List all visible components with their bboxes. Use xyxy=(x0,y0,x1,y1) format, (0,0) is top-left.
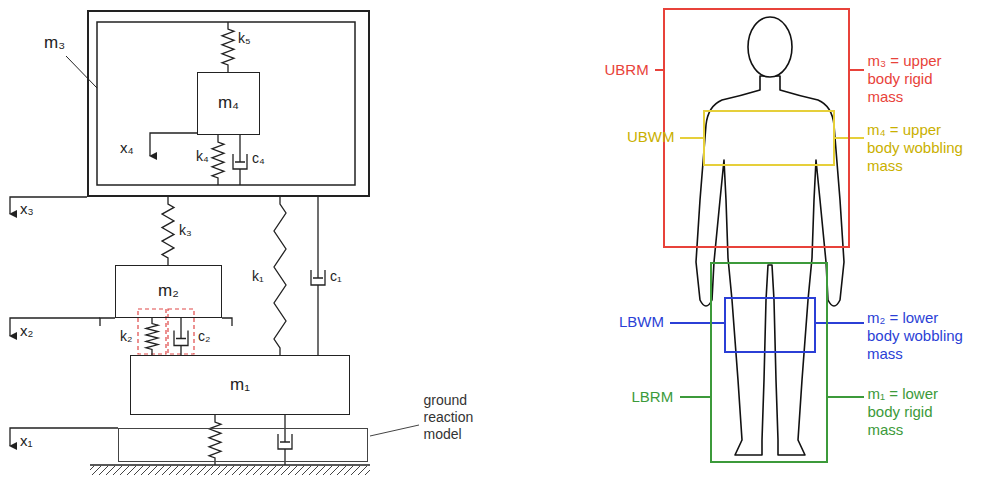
spring-symbol xyxy=(222,22,234,72)
element-label: c₁ xyxy=(330,268,342,284)
element-label: c₂ xyxy=(198,328,210,344)
element-label: k₁ xyxy=(252,268,264,284)
region-box: LBWMm₂ = lower body wobbling mass xyxy=(724,297,816,353)
region-description: m₄ = upper body wobbling mass xyxy=(867,121,967,175)
leader-line xyxy=(66,56,97,88)
region-box: UBRMm₃ = upper body rigid massUBWMm₄ = u… xyxy=(663,8,850,248)
region-description: m₃ xyxy=(44,34,74,52)
rigid-frame: m₃m₄ xyxy=(87,10,370,197)
damper-connector xyxy=(311,197,325,355)
region-abbreviation: LBRM xyxy=(632,388,674,406)
damper-symbol xyxy=(233,135,247,185)
region-abbreviation: UBRM xyxy=(605,61,649,79)
ground-spring xyxy=(209,415,221,465)
damper-connector xyxy=(174,318,188,355)
spring-symbol xyxy=(212,135,224,185)
displacement-label: x₄ xyxy=(120,140,134,156)
ground-damper xyxy=(278,415,292,465)
region-description: ground reaction model xyxy=(424,392,500,443)
element-label: k₂ xyxy=(120,328,132,344)
element-label: k₃ xyxy=(179,222,192,238)
damper-symbol xyxy=(174,318,188,355)
spring-connector xyxy=(146,318,158,355)
damper-connector xyxy=(233,135,247,185)
ground-model-box: ground reaction model xyxy=(118,428,368,462)
element-label: k₄ xyxy=(196,148,209,164)
element-label: k₅ xyxy=(238,30,251,46)
spring-symbol xyxy=(162,197,174,265)
mass-box: m₂ xyxy=(115,265,222,318)
region-abbreviation: LBWM xyxy=(619,313,664,331)
tick-lines xyxy=(655,70,864,397)
spring-symbol xyxy=(274,197,286,355)
spring-connector xyxy=(212,135,224,185)
element-label: c₄ xyxy=(252,150,265,166)
region-abbreviation: UBWM xyxy=(627,128,675,146)
human-silhouette xyxy=(696,17,844,455)
inner-frame xyxy=(97,22,355,185)
displacement-label: x₃ xyxy=(20,201,34,217)
damper-symbol xyxy=(311,197,325,355)
mass-label: m₂ xyxy=(158,282,179,301)
dashed-box xyxy=(138,309,166,354)
region-description: m₂ = lower body wobbling mass xyxy=(867,309,967,363)
displacement-arrow xyxy=(150,133,197,156)
region-description: m₁ = lower body rigid mass xyxy=(868,385,968,439)
dashed-box xyxy=(168,309,194,354)
displacement-label: x₂ xyxy=(20,323,33,339)
region-box: UBWMm₄ = upper body wobbling mass xyxy=(703,110,835,166)
region-box: LBRMm₁ = lower body rigid massLBWMm₂ = l… xyxy=(710,262,828,463)
ground-line xyxy=(90,464,370,466)
mass-box: m₄ xyxy=(197,72,260,135)
mass-label: m₄ xyxy=(218,94,239,113)
spring-connector xyxy=(222,22,234,72)
ground-hatch xyxy=(90,466,370,475)
mass-box: m₁ xyxy=(130,355,350,415)
spring-connector xyxy=(274,197,286,355)
leader-line xyxy=(370,425,419,436)
displacement-label: x₁ xyxy=(20,433,33,449)
spring-symbol xyxy=(146,318,158,355)
spring-connector xyxy=(162,197,174,265)
region-description: m₃ = upper body rigid mass xyxy=(868,52,968,106)
mass-label: m₁ xyxy=(230,376,250,395)
